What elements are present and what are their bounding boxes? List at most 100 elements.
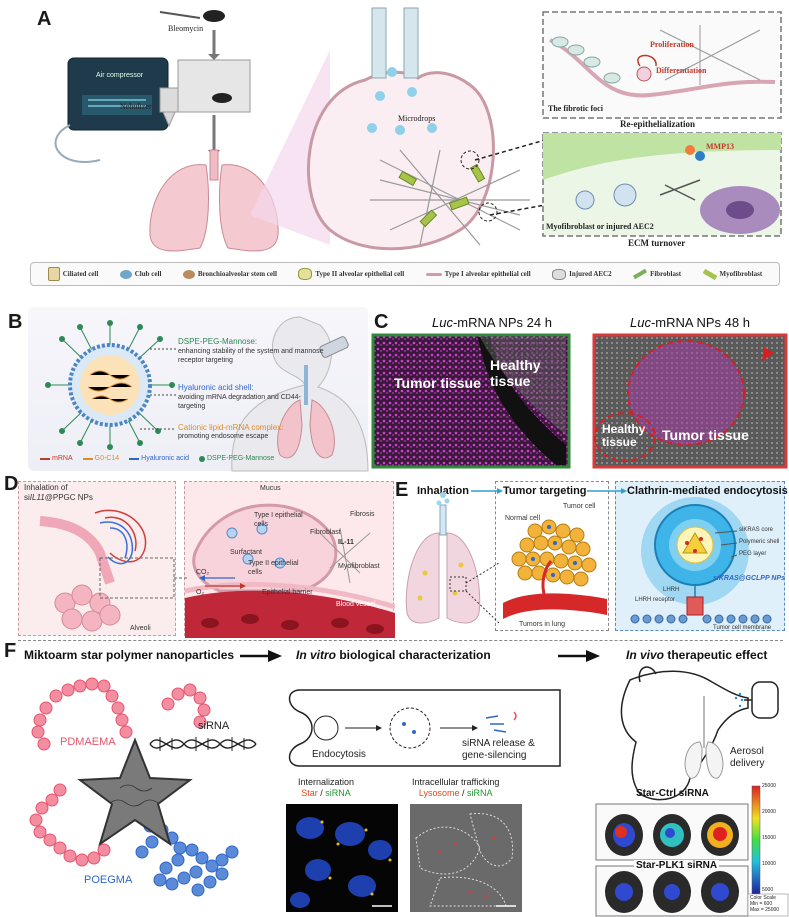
colorbar	[751, 785, 761, 895]
panel-e: E Inhalation Tumor targeting Clathrin-me…	[395, 473, 789, 638]
panel-d: D	[0, 473, 395, 638]
colorbar-tick: 25000	[762, 783, 776, 789]
panel-a-illustration	[54, 7, 782, 252]
o2-label: O₂	[196, 589, 205, 596]
dspe-peg-icon	[199, 455, 205, 462]
in-vitro-italic: In vitro	[296, 648, 337, 662]
legend-item: Fibroblast	[633, 268, 681, 280]
fibrotic-foci-label: The fibrotic foci	[548, 104, 603, 113]
panel-f-illustration	[29, 650, 789, 917]
f-divider	[18, 640, 783, 641]
legend-item: Myofibroblast	[702, 268, 762, 280]
tumors-in-lung-label: Tumors in lung	[519, 621, 566, 628]
myofibroblast-label: Myofibroblast	[338, 563, 380, 570]
aerosol-line2: delivery	[730, 758, 765, 769]
ctrl-label: Star-Ctrl siRNA	[636, 788, 709, 799]
inhalation-si: si	[24, 493, 30, 502]
panel-a-legend: Ciliated cell Club cell Bronchioalveolar…	[30, 262, 780, 286]
poegma-label: POEGMA	[84, 874, 133, 886]
peg-label: PEG layer	[739, 551, 767, 557]
dspe-title: DSPE-PEG-Mannose:	[178, 337, 258, 346]
release-line1: siRNA release &	[462, 738, 535, 749]
lungs-icon	[405, 532, 440, 624]
myofibroblast-aec2-label: Myofibroblast or injured AEC2	[546, 222, 654, 231]
luc-italic: Luc	[630, 315, 651, 330]
ciliated-cell-icon	[47, 267, 60, 281]
slash-text: /	[459, 788, 468, 798]
internalization-text: Internalization	[298, 777, 355, 787]
fibroblast-label: Fibroblast	[310, 529, 341, 536]
legend-item: mRNA	[40, 455, 73, 462]
legend-item: Injured AEC2	[552, 268, 612, 280]
inhalation-prefix: Inhalation of	[24, 483, 68, 492]
colorscale-line1: Color Scale	[750, 895, 776, 901]
aerosol-line1: Aerosol	[730, 746, 764, 757]
panel-f: F Miktoarm star polymer nanoparticles In…	[0, 638, 789, 917]
myofibroblast-icon	[702, 268, 717, 280]
tumor-label-24h: Tumor tissue	[394, 375, 481, 391]
proliferation-label: Proliferation	[650, 40, 694, 49]
mouse-icon	[203, 10, 225, 22]
type2-label: Type II epithelial cells	[248, 560, 299, 576]
type1-cell-icon	[425, 272, 442, 276]
luc-italic: Luc	[432, 315, 453, 330]
lysosome-text: Lysosome	[418, 788, 460, 798]
ha-text: avoiding mRNA degradation and CD44-targe…	[178, 394, 301, 410]
co2-label: CO₂	[196, 569, 210, 576]
sirna-green-text: siRNA	[325, 788, 351, 798]
differentiation-label: Differentiation	[656, 66, 707, 75]
legend-item: Hyaluronic acid	[129, 455, 189, 462]
panel-letter-f: F	[4, 640, 17, 662]
tumor-label-48h: Tumor tissue	[662, 427, 749, 443]
colorscale-note: Color Scale Min = 600 Max = 25000	[750, 895, 779, 913]
mmp13-label: MMP13	[706, 142, 734, 151]
alveoli-label: Alveoli	[130, 625, 151, 632]
bleomycin-label: Bleomycin	[168, 24, 204, 33]
image-24h-title: Luc-mRNA NPs 24 h	[432, 315, 552, 330]
image-48h-title: Luc-mRNA NPs 48 h	[630, 315, 750, 330]
healthy-label-48h: Healthy tissue	[602, 422, 646, 449]
air-compressor-box	[67, 57, 169, 131]
shell-label: Polymeric shell	[739, 539, 780, 545]
panel-b: B DSPE-PEG-M	[0, 305, 370, 473]
legend-item: Type II alveolar epithelial cell	[298, 268, 404, 280]
title-rest: -mRNA NPs 48 h	[650, 315, 750, 330]
injured-aec2-icon	[552, 268, 567, 280]
star-text: Star	[301, 788, 318, 798]
targeting-header: Tumor targeting	[503, 485, 587, 497]
panel-letter-b: B	[8, 311, 23, 333]
in-vivo-italic: In vivo	[626, 648, 665, 662]
aerosol-label: Aerosol delivery	[730, 746, 764, 770]
inhalation-gene: IL11	[29, 493, 45, 502]
plk1-label: Star-PLK1 siRNA	[634, 860, 720, 871]
panel-letter-c: C	[374, 311, 389, 333]
release-line2: gene-silencing	[462, 750, 527, 761]
barrier-label: Epithelial barrier	[262, 589, 313, 596]
legend-item: Club cell	[119, 269, 161, 279]
colorscale-line2: Min = 600	[750, 901, 773, 907]
panel-letter-e: E	[395, 479, 409, 501]
colorbar-tick: 5000	[762, 887, 774, 893]
microdrops-label: Microdrops	[398, 114, 436, 123]
panel-c: C Luc-mRNA NPs 24 h Luc-mRNA NPs 48 h	[370, 305, 789, 473]
f-header-mid: In vitro biological characterization	[296, 648, 491, 662]
legend-item: G0-C14	[82, 455, 119, 462]
np-label: siKRAS@GCLPP NPs	[713, 575, 785, 582]
trafficking-text: Intracellular trafficking	[412, 777, 500, 787]
ecm-turnover-label: ECM turnover	[628, 238, 686, 248]
trafficking-image	[410, 804, 522, 912]
slash-text: /	[317, 788, 326, 798]
legend-item: DSPE-PEG-Mannose	[199, 455, 274, 462]
lhrh-receptor-label: LHRH receptor	[635, 597, 676, 603]
colorbar-tick: 15000	[762, 835, 776, 841]
legend-item: Ciliated cell	[47, 267, 98, 281]
mrna-icon	[40, 457, 50, 460]
g0c14-icon	[82, 457, 93, 460]
colorbar-ticks: 25000 20000 15000 10000 5000	[762, 783, 776, 893]
mouse-illustration	[620, 670, 749, 801]
trafficking-title: Intracellular trafficking Lysosome / siR…	[412, 777, 499, 799]
internalization-title: Internalization Star / siRNA	[298, 777, 354, 799]
nebulizer-label: Nebulizer	[120, 102, 152, 111]
f-header-left: Miktoarm star polymer nanoparticles	[24, 648, 235, 662]
dspe-text: enhancing stability of the system and ma…	[178, 348, 324, 364]
